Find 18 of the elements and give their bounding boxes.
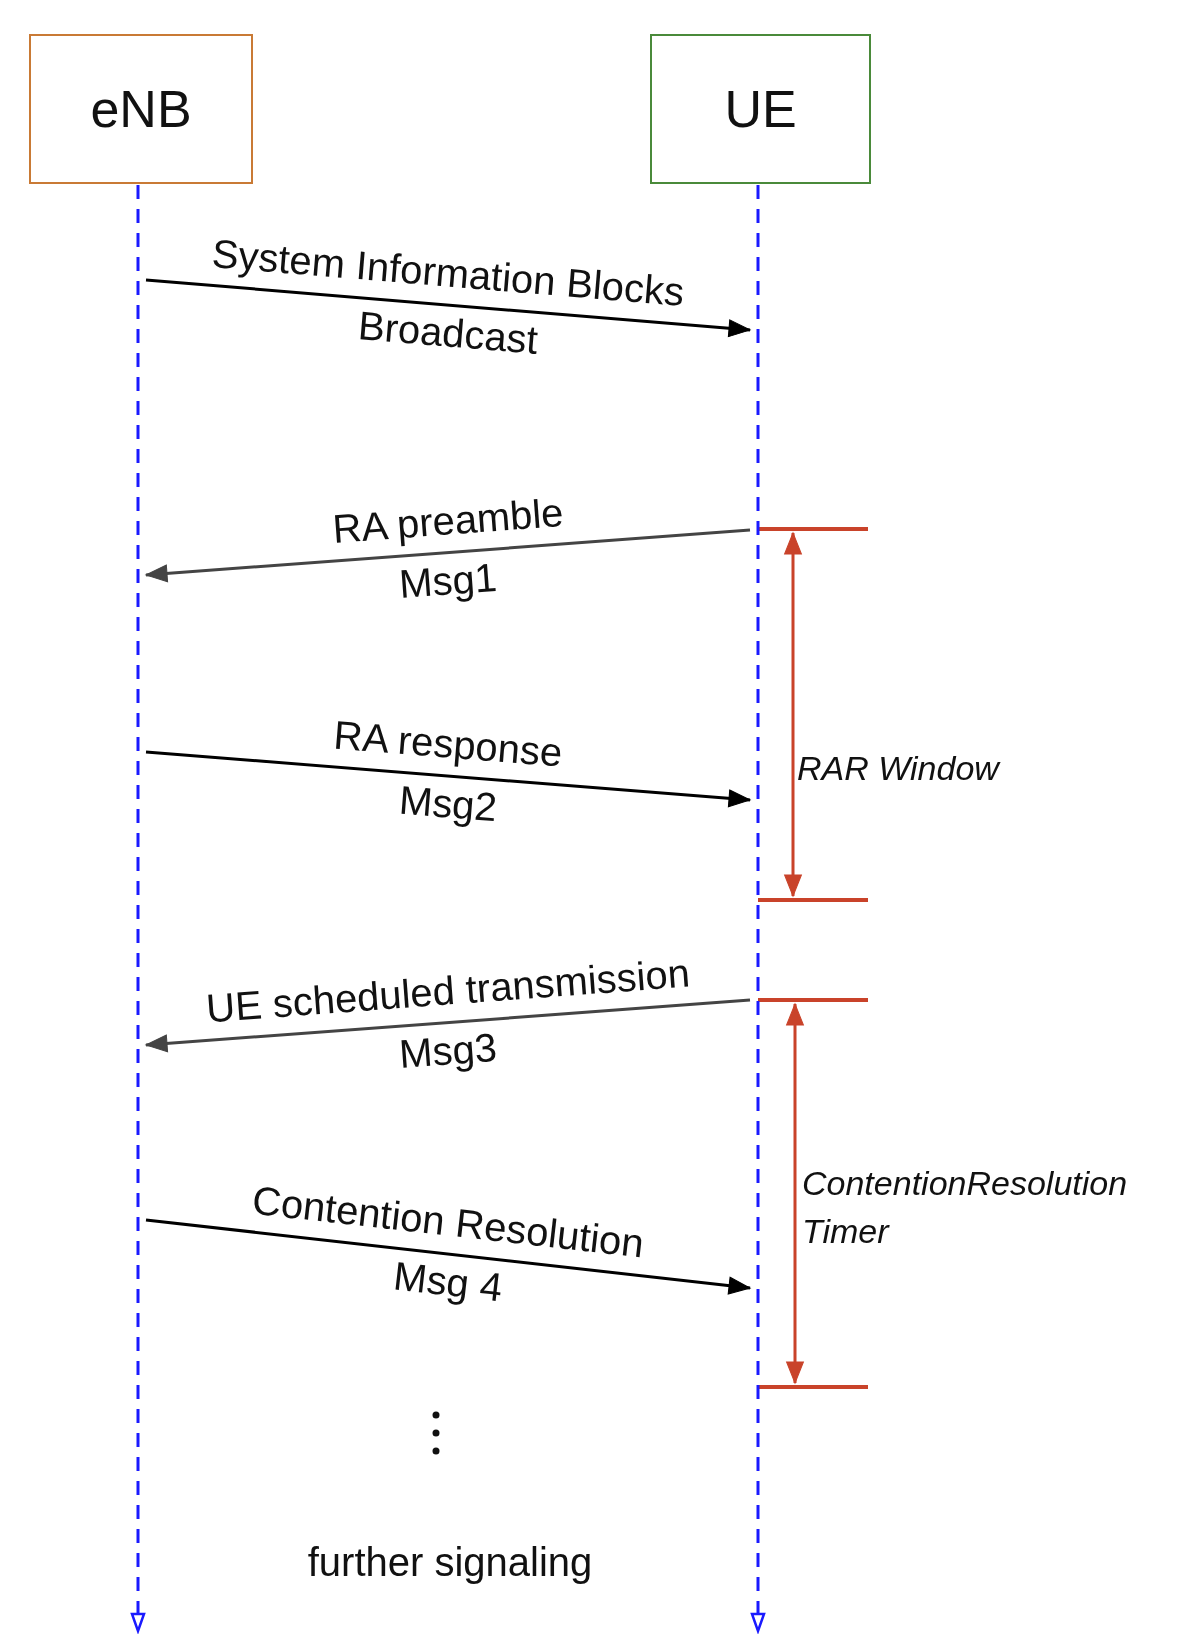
lifeline xyxy=(750,185,766,1634)
timer-label: RAR Window xyxy=(797,748,1002,789)
lifeline xyxy=(130,185,146,1634)
message-arrow xyxy=(145,750,751,808)
message-arrow xyxy=(145,278,751,338)
message-name: Broadcast xyxy=(356,303,540,363)
edge-label: RA response xyxy=(332,712,564,776)
note: further signaling xyxy=(307,1540,593,1585)
message-name: Msg2 xyxy=(397,777,499,831)
message-name: Msg 4 xyxy=(391,1253,505,1311)
message-name: Msg1 xyxy=(397,554,499,607)
timer-label: ContentionResolution Timer xyxy=(802,1163,1129,1252)
message-arrow xyxy=(145,528,751,583)
participant-box: UE xyxy=(650,34,871,184)
edge-label: RA preamble xyxy=(331,489,565,552)
participant-box: eNB xyxy=(29,34,253,184)
message-arrow xyxy=(145,998,751,1053)
message-arrow xyxy=(145,1218,751,1295)
